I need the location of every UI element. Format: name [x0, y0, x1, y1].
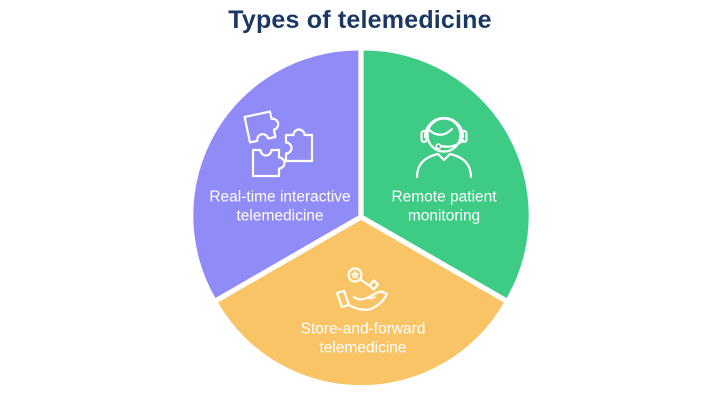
segment-label-real-time-interactive: Real-time interactive telemedicine: [209, 188, 351, 225]
hand-holding-key-icon: [335, 267, 389, 311]
segment-real-time-interactive: [193, 50, 359, 299]
segment-remote-patient-monitoring: [363, 50, 529, 298]
puzzle-pieces-icon: [243, 110, 314, 178]
segment-label-remote-patient-monitoring: Remote patient monitoring: [391, 188, 497, 225]
segment-store-and-forward: [218, 220, 504, 386]
page-title: Types of telemedicine: [228, 6, 492, 34]
person-headset-icon: [415, 116, 473, 179]
segment-label-store-and-forward: Store-and-forward telemedicine: [300, 320, 426, 357]
